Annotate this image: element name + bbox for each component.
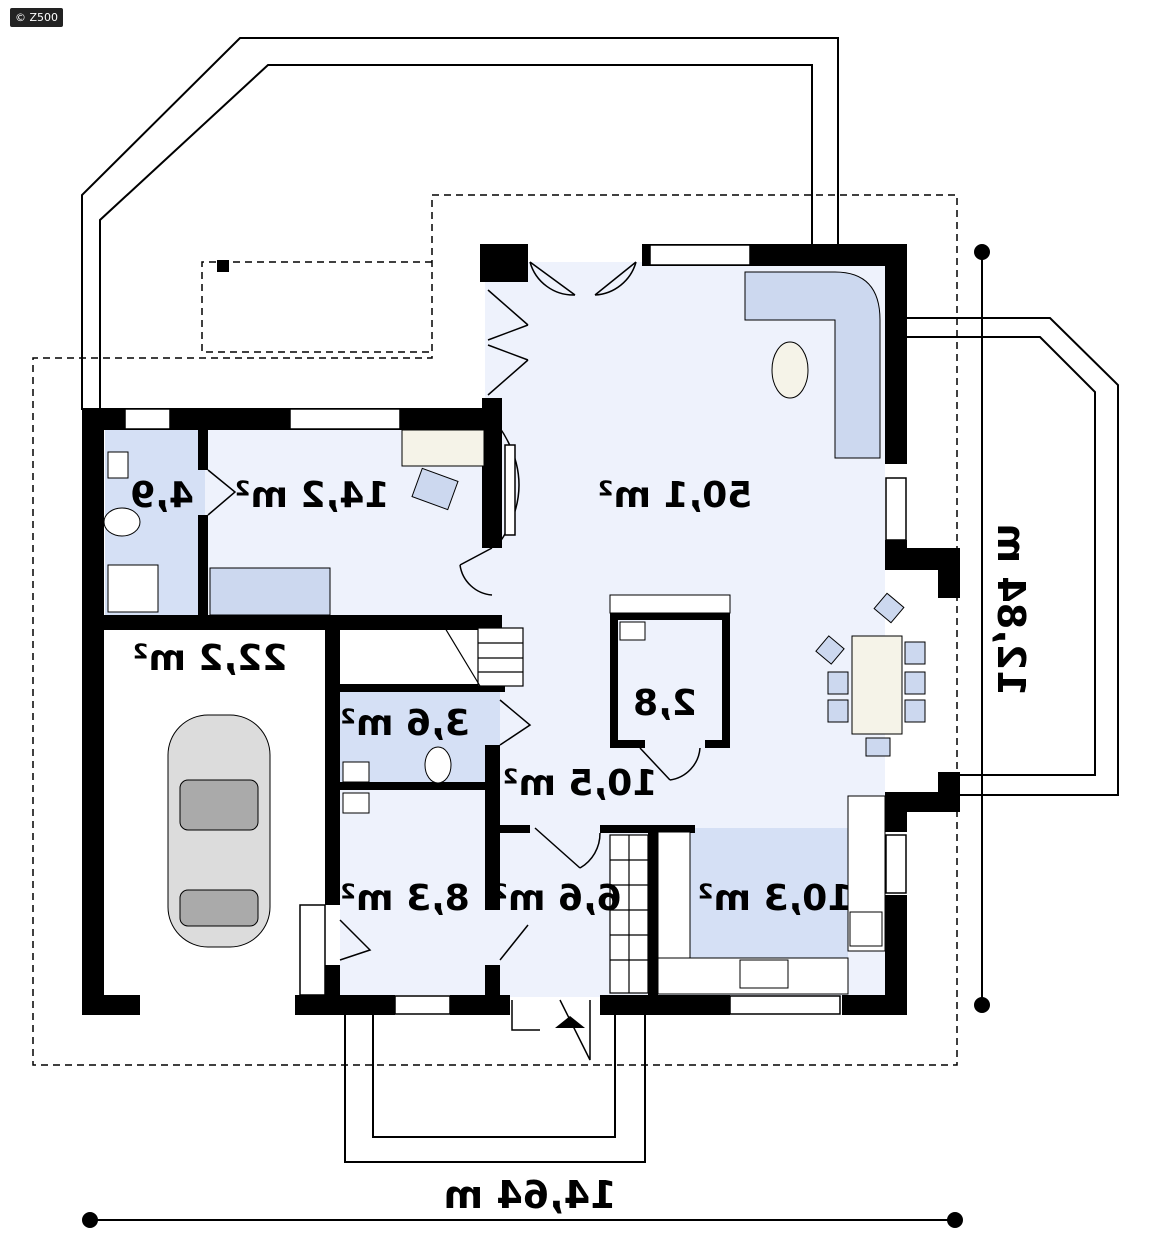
label-vestibule: 6,6 m²	[492, 878, 622, 919]
label-hall: 10,5 m²	[503, 763, 658, 804]
entrance-arrow	[555, 1016, 585, 1028]
desk-chair	[411, 467, 459, 511]
toilet-wc	[424, 746, 452, 784]
walls	[82, 244, 960, 1015]
terrace-outlines	[81, 37, 1119, 1163]
sink	[739, 959, 789, 989]
dimension-depth: 12,84 m	[989, 523, 1033, 696]
furniture	[103, 271, 926, 995]
coffee-table	[771, 341, 809, 399]
sofa	[744, 271, 881, 459]
desk	[401, 429, 485, 467]
shower	[107, 564, 159, 613]
doors	[207, 261, 701, 1061]
label-utility: 8,3 m²	[340, 878, 470, 919]
roof-outline	[32, 194, 958, 1066]
label-garage: 22,2 m²	[133, 638, 288, 679]
label-bath-small: 4,9	[130, 475, 194, 516]
toilet-bath	[103, 507, 141, 537]
dimension-width: 14,64 m	[443, 1173, 616, 1217]
label-bedroom: 14,2 m²	[235, 475, 390, 516]
label-pantry: 2,8	[633, 683, 697, 724]
label-living: 50,1 m²	[598, 475, 753, 516]
dimension-lines	[82, 244, 990, 1228]
watermark: © Z500	[10, 8, 64, 27]
kitchen-floor	[690, 828, 848, 958]
label-kitchen: 10,3 m²	[698, 878, 853, 919]
stair-area	[340, 628, 500, 686]
fireplace	[609, 594, 731, 614]
utility-floor	[340, 790, 490, 995]
stairs	[444, 627, 649, 994]
car	[167, 714, 271, 948]
room-labels: 50,1 m² 14,2 m² 4,9 22,2 m² 3,6 m² 2,8 1…	[130, 475, 852, 919]
label-wc: 3,6 m²	[340, 703, 470, 744]
dining-table	[851, 635, 903, 735]
washbasin-bath	[107, 451, 129, 479]
bed	[209, 567, 331, 616]
stove	[849, 911, 883, 947]
windows	[124, 244, 907, 1015]
